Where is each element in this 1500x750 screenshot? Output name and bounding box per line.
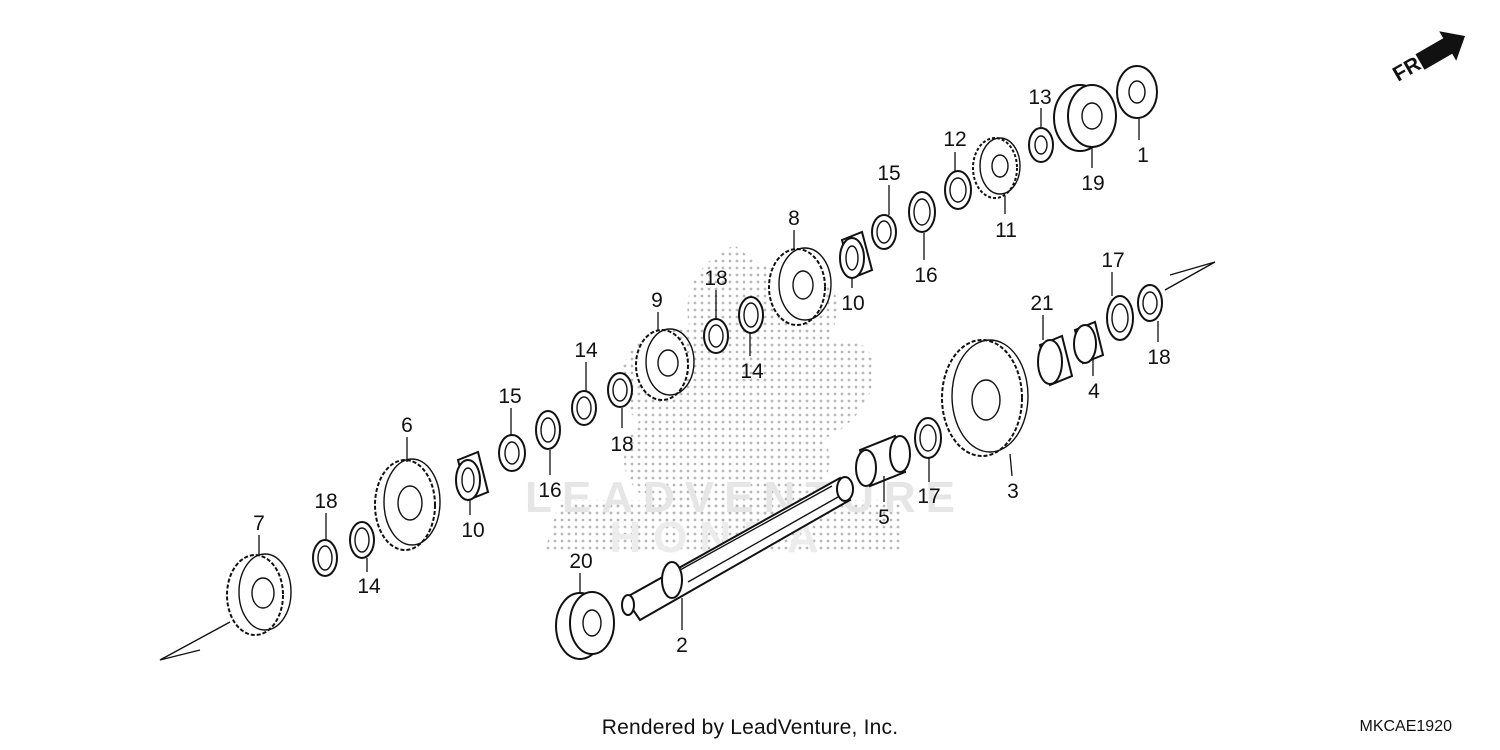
- part-11-gear: [972, 137, 1021, 199]
- callout-19: 19: [1081, 172, 1104, 195]
- callout-14-upper: 14: [574, 339, 598, 362]
- callout-17-upper: 17: [1101, 249, 1124, 272]
- part-14-circlip-mid: [738, 296, 764, 334]
- part-15-tab-washer-lower: [498, 434, 526, 472]
- part-15-tab-washer-upper: [871, 214, 897, 250]
- part-10-bushing-lower: [455, 450, 490, 502]
- part-9-gear: [635, 328, 695, 401]
- callout-21: 21: [1030, 292, 1053, 315]
- callout-10-lower: 10: [461, 519, 484, 542]
- part-20-bearing: [555, 591, 615, 660]
- callout-4: 4: [1088, 380, 1100, 403]
- leader-lines: [258, 108, 1159, 630]
- part-18-washer-mid: [703, 318, 729, 354]
- part-4-bushing: [1073, 320, 1105, 365]
- callout-3: 3: [1007, 480, 1019, 503]
- part-14-circlip-lower: [349, 521, 375, 559]
- callout-2: 2: [676, 634, 688, 657]
- part-13-washer: [1028, 127, 1054, 163]
- callout-16-upper: 16: [914, 264, 937, 287]
- callout-8: 8: [788, 207, 800, 230]
- callout-12: 12: [943, 128, 966, 151]
- callout-20: 20: [569, 550, 592, 573]
- part-16-lock-washer-upper: [908, 191, 936, 233]
- callout-13: 13: [1028, 86, 1051, 109]
- callout-11: 11: [995, 219, 1017, 242]
- part-7-gear: [226, 553, 292, 636]
- part-17-washer-upper: [1106, 295, 1134, 341]
- front-arrow-icon: [1415, 31, 1466, 70]
- callout-14-lower: 14: [357, 575, 381, 598]
- diagram-code: MKCAE1920: [1359, 718, 1453, 735]
- part-17-washer-lower: [914, 417, 942, 459]
- part-18-washer-lower-mid: [607, 372, 633, 408]
- callout-18-lower-mid: 18: [610, 433, 633, 456]
- callout-16-lower: 16: [538, 479, 561, 502]
- callout-15-upper: 15: [877, 162, 900, 185]
- part-10-bushing-upper: [839, 230, 874, 280]
- part-5-bushing: [855, 434, 911, 488]
- callout-14-mid: 14: [740, 360, 764, 383]
- callout-7: 7: [253, 512, 265, 535]
- part-1-seal: [1116, 65, 1158, 119]
- part-8-gear: [768, 247, 832, 326]
- callout-6: 6: [401, 414, 413, 437]
- callout-18-upper-right: 18: [1147, 346, 1170, 369]
- callout-17-lower: 17: [917, 485, 940, 508]
- callout-10-upper: 10: [841, 292, 864, 315]
- part-21-needle-bearing: [1037, 334, 1074, 387]
- part-16-lock-washer-lower: [535, 410, 561, 450]
- axis-arrow-left: [159, 621, 231, 661]
- part-18-washer-lower: [312, 539, 338, 577]
- part-19-bearing: [1053, 84, 1117, 152]
- part-6-gear: [374, 458, 441, 551]
- callout-5: 5: [878, 506, 890, 529]
- part-2-shaft: [621, 476, 854, 622]
- part-3-gear: [941, 339, 1029, 457]
- part-12-washer: [944, 170, 972, 210]
- axis-arrow-right: [1164, 261, 1216, 291]
- callout-1: 1: [1137, 144, 1149, 167]
- part-14-circlip-upper: [571, 390, 597, 426]
- part-18-washer-upper-right: [1137, 284, 1163, 322]
- callout-18-mid: 18: [704, 267, 727, 290]
- callout-9: 9: [651, 289, 663, 312]
- callout-18-lower: 18: [314, 490, 337, 513]
- rendered-by-credit: Rendered by LeadVenture, Inc.: [601, 716, 899, 739]
- callout-15-lower: 15: [498, 385, 521, 408]
